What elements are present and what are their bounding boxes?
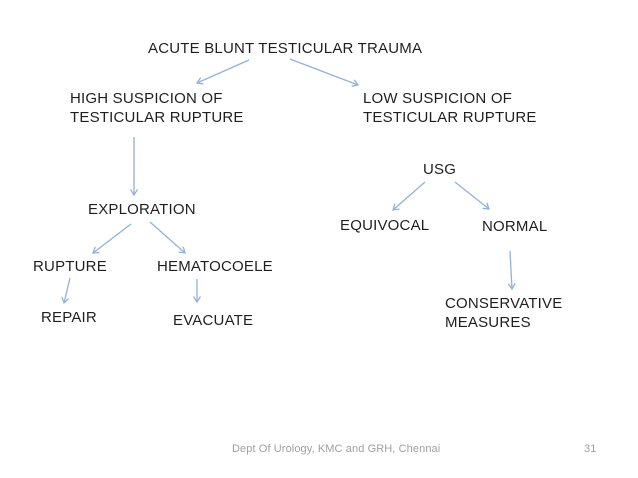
node-acute-blunt-testicular-trauma: ACUTE BLUNT TESTICULAR TRAUMA	[148, 40, 423, 57]
node-equivocal: EQUIVOCAL	[340, 217, 430, 234]
edge-usg-to-equivocal	[392, 181, 426, 211]
edge-exploration-to-rupture	[92, 223, 132, 254]
node-high-suspicion: HIGH SUSPICION OF TESTICULAR RUPTURE	[70, 90, 244, 126]
edge-acute-blunt-testicular-trauma-to-high-suspicion	[195, 59, 250, 85]
node-conservative-measures: CONSERVATIVE MEASURES	[445, 295, 563, 331]
edge-rupture-to-repair	[61, 277, 71, 305]
edge-exploration-to-hematocoele	[149, 221, 186, 254]
node-low-suspicion: LOW SUSPICION OF TESTICULAR RUPTURE	[363, 90, 537, 126]
node-normal: NORMAL	[482, 218, 548, 235]
footer-credit: Dept Of Urology, KMC and GRH, Chennai	[232, 443, 441, 455]
edge-usg-to-normal	[454, 181, 490, 210]
page-number: 31	[584, 443, 597, 455]
node-hematocoele: HEMATOCOELE	[157, 258, 273, 275]
node-evacuate: EVACUATE	[173, 312, 254, 329]
edge-normal-to-conservative-measures	[507, 250, 516, 291]
node-usg: USG	[423, 161, 457, 178]
node-repair: REPAIR	[41, 309, 97, 326]
node-rupture: RUPTURE	[33, 258, 107, 275]
edge-acute-blunt-testicular-trauma-to-low-suspicion	[289, 58, 360, 87]
node-exploration: EXPLORATION	[88, 201, 196, 218]
